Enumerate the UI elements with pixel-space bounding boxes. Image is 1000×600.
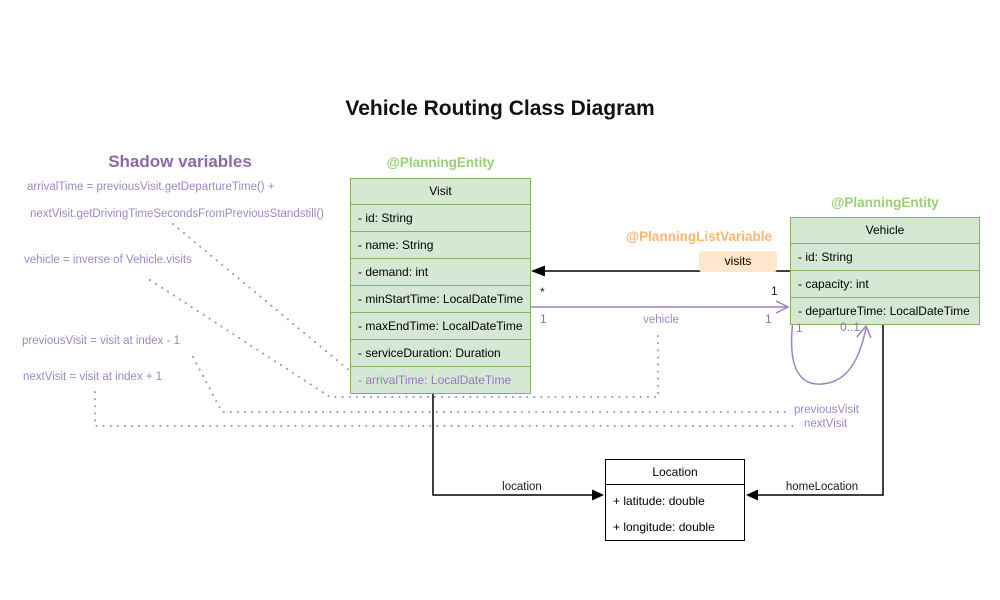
home-location-edge [746,320,884,501]
vehicle-field-departuretime: - departureTime: LocalDateTime [791,297,979,324]
location-field-latitude: + latitude: double [613,494,705,508]
shadow-note-arrivaltime-2: nextVisit.getDrivingTimeSecondsFromPrevi… [30,208,324,220]
self-loop-multiplicity-left: 1 [796,321,803,335]
vehicle-edge [531,300,790,314]
location-class-box[interactable]: Location + latitude: double + longitude:… [605,459,745,541]
visit-class-box[interactable]: Visit - id: String - name: String - dema… [350,178,531,394]
vehicle-class-box[interactable]: Vehicle - id: String - capacity: int - d… [790,217,980,325]
vehicle-edge-label: vehicle [643,314,679,326]
visits-multiplicity-visit-end: * [540,285,545,299]
location-edge-label: location [502,481,542,493]
location-field-longitude: + longitude: double [613,520,715,534]
visits-multiplicity-vehicle-end: 1 [771,284,778,298]
location-class-name: Location [606,460,744,485]
vehicle-class-name: Vehicle [865,223,905,237]
location-edge [432,385,604,501]
visit-field-id: - id: String [351,204,530,231]
nextvisit-label: nextVisit [804,418,848,430]
visit-field-maxendtime: - maxEndTime: LocalDateTime [351,312,530,339]
home-location-edge-label: homeLocation [785,481,859,493]
visit-field-minstarttime: - minStartTime: LocalDateTime [351,285,530,312]
page-title: Vehicle Routing Class Diagram [345,97,655,120]
shadow-note-previousvisit: previousVisit = visit at index - 1 [22,335,180,347]
previousvisit-label: previousVisit [794,404,859,416]
visit-field-arrivaltime: - arrivalTime: LocalDateTime [351,366,530,393]
self-loop-edge [790,319,872,385]
visit-stereotype: @PlanningEntity [386,155,495,170]
visit-field-name: - name: String [351,231,530,258]
shadow-note-vehicle: vehicle = inverse of Vehicle.visits [24,254,192,266]
visit-field-demand: - demand: int [351,258,530,285]
visit-class-name: Visit [429,184,452,198]
shadow-link-nextvisit [94,391,799,427]
shadow-link-arrivaltime [172,223,351,372]
self-loop-multiplicity-right: 0..1 [840,320,861,334]
vehicle-field-capacity: - capacity: int [791,270,979,297]
shadow-note-arrivaltime-1: arrivalTime = previousVisit.getDeparture… [27,181,275,193]
shadow-link-vehicle [149,279,659,398]
visits-edge-label: visits [699,251,777,272]
vehicle-multiplicity-left: 1 [540,312,547,326]
vehicle-multiplicity-right: 1 [765,312,772,326]
shadow-link-previousvisit [192,356,789,413]
vehicle-field-id: - id: String [791,243,979,270]
visit-field-serviceduration: - serviceDuration: Duration [351,339,530,366]
planning-list-variable-stereotype: @PlanningListVariable [626,229,772,244]
shadow-note-nextvisit: nextVisit = visit at index + 1 [23,371,163,383]
vehicle-stereotype: @PlanningEntity [831,195,939,210]
shadow-variables-heading: Shadow variables [108,152,252,171]
